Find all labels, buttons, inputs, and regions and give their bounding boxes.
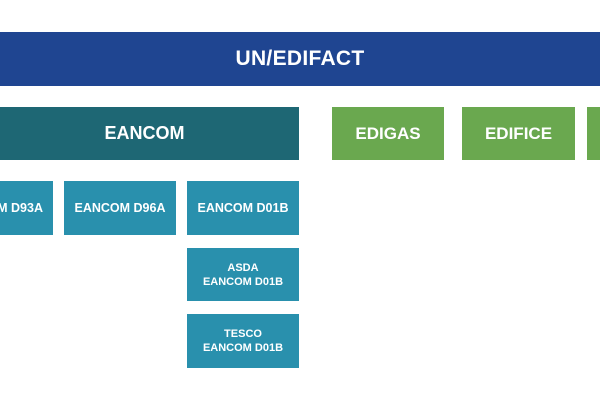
branch-node-eancom: EANCOM [0, 107, 299, 160]
subset-node-version: EANCOM D01B [202, 275, 284, 288]
version-node-label: EANCOM D01B [197, 201, 289, 215]
branch-node-label: EANCOM [104, 123, 185, 143]
branch-node-edifice: EDIFICE [462, 107, 575, 160]
branch-node-edigas: EDIGAS [332, 107, 444, 160]
root-node-label: UN/EDIFACT [235, 47, 365, 70]
version-node-label: EANCOM D93A [0, 201, 43, 215]
version-node-d93a: EANCOM D93A [0, 181, 53, 235]
version-node-d01b: EANCOM D01B [187, 181, 299, 235]
branch-node-label: EDIFICE [484, 123, 553, 143]
version-node-label: EANCOM D96A [74, 201, 166, 215]
subset-node-retailer: ASDA [227, 261, 259, 274]
branch-node-label: EDIGAS [355, 123, 421, 143]
version-node-d96a: EANCOM D96A [64, 181, 176, 235]
subset-node-asda: ASDA EANCOM D01B [187, 248, 299, 301]
subset-node-version: EANCOM D01B [202, 342, 284, 354]
branch-node-partial [587, 107, 600, 160]
subset-node-retailer: TESCO [224, 328, 262, 340]
subset-node-tesco: TESCO EANCOM D01B [187, 314, 299, 368]
root-node-unedifact: UN/EDIFACT [0, 32, 600, 86]
